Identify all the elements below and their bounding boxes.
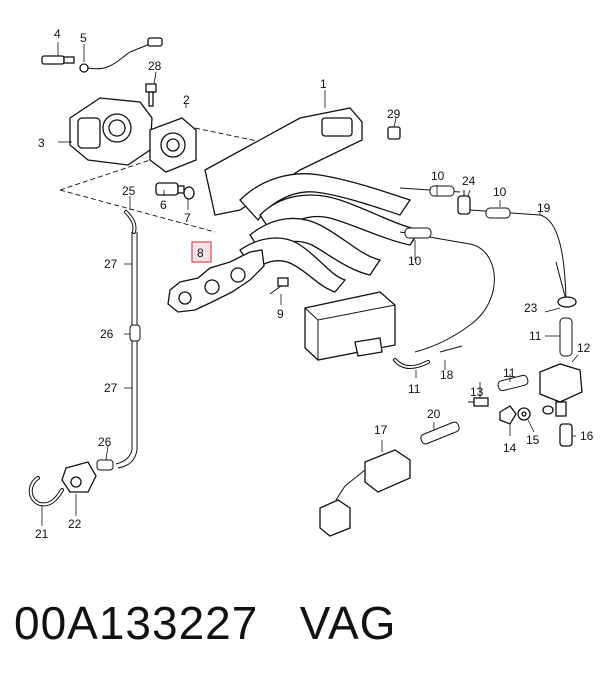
callout-3: 3 [38, 136, 45, 150]
check-valve [457, 190, 471, 215]
hose-and-nipple [468, 374, 531, 425]
callout-13: 13 [470, 385, 484, 399]
exploded-parts-diagram: 1 2 3 4 5 6 7 8 9 10 10 10 11 11 11 12 1… [28, 27, 594, 541]
bolt-28 [145, 83, 157, 107]
bolt-9 [269, 277, 289, 295]
callout-20: 20 [427, 407, 441, 421]
part-number-caption: 00A133227 VAG [14, 596, 396, 650]
hose-11-lower [393, 345, 463, 369]
vacuum-hoses [399, 185, 567, 353]
actuator [319, 421, 460, 537]
callout-6: 6 [160, 198, 167, 212]
callout-27a: 27 [104, 257, 118, 271]
callout-2: 2 [183, 93, 190, 107]
callout-14: 14 [503, 441, 517, 455]
bolt-and-clip [41, 37, 163, 73]
brand-name: VAG [299, 597, 397, 649]
callout-10b: 10 [493, 185, 507, 199]
callout-8: 8 [197, 246, 204, 260]
callout-10c: 10 [408, 254, 422, 268]
callout-10a: 10 [431, 169, 445, 183]
callout-29: 29 [387, 107, 401, 121]
callout-12: 12 [577, 341, 591, 355]
throttle-body [69, 97, 153, 166]
callout-24: 24 [462, 174, 476, 188]
callout-21: 21 [35, 527, 49, 541]
callout-labels: 1 2 3 4 5 6 7 8 9 10 10 10 11 11 11 12 1… [35, 27, 594, 541]
solenoid-valve [539, 296, 583, 447]
part-number: 00A133227 [14, 597, 259, 649]
callout-28: 28 [148, 59, 162, 73]
manifold-gasket [167, 249, 265, 313]
valve-22-hose-21 [28, 461, 97, 507]
canister [304, 291, 396, 361]
callout-18: 18 [440, 368, 454, 382]
callout-7: 7 [184, 211, 191, 225]
callout-17: 17 [374, 423, 388, 437]
callout-26a: 26 [100, 327, 114, 341]
callout-27b: 27 [104, 381, 118, 395]
leader-lines [41, 42, 579, 526]
intake-manifold [204, 107, 422, 293]
callout-11c: 11 [503, 366, 516, 380]
callout-1: 1 [320, 77, 327, 91]
callout-19: 19 [537, 201, 551, 215]
callout-16: 16 [580, 429, 594, 443]
bushing-29 [387, 126, 401, 140]
callout-4: 4 [54, 27, 61, 41]
highlight-box-8 [191, 241, 212, 263]
callout-26b: 26 [98, 435, 112, 449]
bolt-6-washer-7 [155, 182, 195, 200]
intake-flange [149, 117, 197, 173]
callout-15: 15 [526, 433, 540, 447]
callout-5: 5 [80, 31, 87, 45]
callout-9: 9 [277, 307, 284, 321]
callout-22: 22 [68, 517, 82, 531]
callout-11b: 11 [408, 382, 421, 396]
left-vacuum-line [96, 210, 141, 471]
callout-23: 23 [524, 301, 538, 315]
callout-11a: 11 [529, 329, 542, 343]
callout-25: 25 [122, 184, 136, 198]
